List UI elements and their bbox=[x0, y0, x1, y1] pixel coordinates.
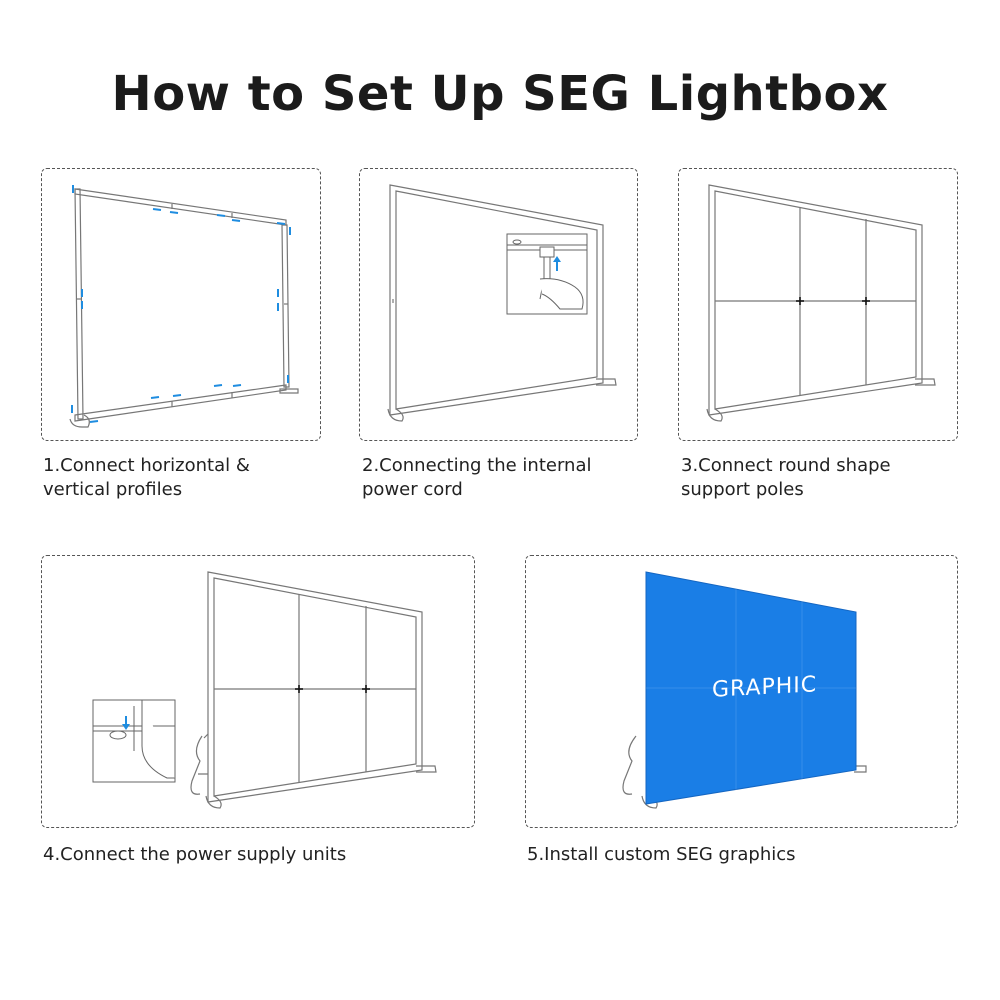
step-4-caption: 4.Connect the power supply units bbox=[43, 843, 346, 867]
step-5-illustration bbox=[622, 571, 867, 809]
step-1-panel bbox=[41, 168, 321, 441]
frame-outer bbox=[389, 184, 604, 416]
step-3-panel bbox=[678, 168, 958, 441]
left-profile bbox=[74, 188, 84, 420]
blue-arrows bbox=[71, 185, 291, 423]
step-5-panel: GRAPHIC bbox=[525, 555, 958, 828]
seg-graphic-fabric bbox=[645, 571, 857, 805]
inset-power-cord bbox=[506, 233, 588, 315]
step-1-caption-line2: vertical profiles bbox=[43, 479, 183, 500]
step-3-illustration bbox=[706, 184, 936, 422]
bottom-profile bbox=[74, 384, 287, 422]
step-2-caption: 2.Connecting the internal power cord bbox=[362, 454, 591, 502]
top-profile bbox=[74, 188, 287, 226]
power-supply-unit bbox=[622, 735, 637, 795]
step-1-illustration bbox=[69, 185, 299, 428]
frame-inner bbox=[213, 577, 417, 797]
step-3-caption-line1: 3.Connect round shape bbox=[681, 455, 891, 476]
step-2-caption-line2: power cord bbox=[362, 479, 463, 500]
pole-connectors bbox=[796, 297, 870, 305]
right-foot bbox=[596, 378, 617, 386]
frame-inner bbox=[395, 190, 598, 410]
step-2-caption-line1: 2.Connecting the internal bbox=[362, 455, 592, 476]
step-2-panel bbox=[359, 168, 638, 441]
step-1-caption-line1: 1.Connect horizontal & bbox=[43, 455, 250, 476]
frame-inner bbox=[714, 190, 917, 410]
step-4-panel bbox=[41, 555, 475, 828]
inset-arrow bbox=[553, 256, 561, 271]
page-title: How to Set Up SEG Lightbox bbox=[111, 66, 889, 122]
step-2-illustration bbox=[387, 184, 617, 422]
left-foot bbox=[387, 408, 404, 422]
frame-outer bbox=[708, 184, 923, 416]
step-4-caption-line1: 4.Connect the power supply units bbox=[43, 844, 347, 865]
step-3-caption-line2: support poles bbox=[681, 479, 804, 500]
inset-power-supply bbox=[92, 699, 176, 783]
right-profile bbox=[281, 224, 290, 388]
power-supply-unit bbox=[190, 735, 203, 795]
step-5-caption-line1: 5.Install custom SEG graphics bbox=[527, 844, 796, 865]
frame-outer bbox=[207, 571, 423, 803]
step-5-caption: 5.Install custom SEG graphics bbox=[527, 843, 796, 867]
step-4-illustration bbox=[92, 571, 437, 809]
step-3-caption: 3.Connect round shape support poles bbox=[681, 454, 891, 502]
step-1-caption: 1.Connect horizontal & vertical profiles bbox=[43, 454, 250, 502]
